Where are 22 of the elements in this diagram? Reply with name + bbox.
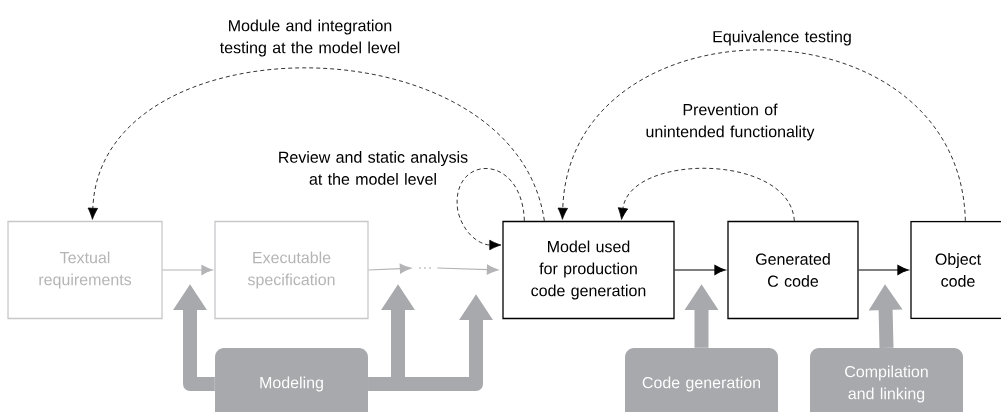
process-box: Generated C code bbox=[727, 220, 859, 320]
activity-box: Modeling bbox=[215, 348, 368, 412]
activity-box: Compilation and linking bbox=[810, 348, 963, 412]
dashed-arrow bbox=[456, 168, 525, 251]
edge-label: Module and integration testing at the model level bbox=[220, 19, 400, 57]
arrow bbox=[436, 264, 499, 275]
dashed-arrow bbox=[87, 67, 545, 222]
edge-label: Equivalence testing bbox=[713, 30, 851, 46]
arrow bbox=[162, 265, 213, 275]
edge-label: Prevention of unintended functionality bbox=[646, 103, 815, 141]
arrow bbox=[858, 265, 909, 275]
activity-box: Code generation bbox=[625, 348, 778, 412]
process-box: Model used for production code generation bbox=[502, 220, 675, 320]
process-box: Textual requirements bbox=[7, 220, 163, 320]
dashed-arrow bbox=[617, 168, 795, 222]
edge-label: Review and static analysis at the model level bbox=[279, 151, 468, 185]
process-box: Object code bbox=[910, 220, 1001, 320]
arrow bbox=[674, 265, 726, 275]
arrow bbox=[368, 263, 412, 274]
process-box: Executable specification bbox=[214, 220, 369, 320]
ellipsis-text: … bbox=[419, 267, 431, 269]
dashed-arrow bbox=[557, 49, 966, 222]
